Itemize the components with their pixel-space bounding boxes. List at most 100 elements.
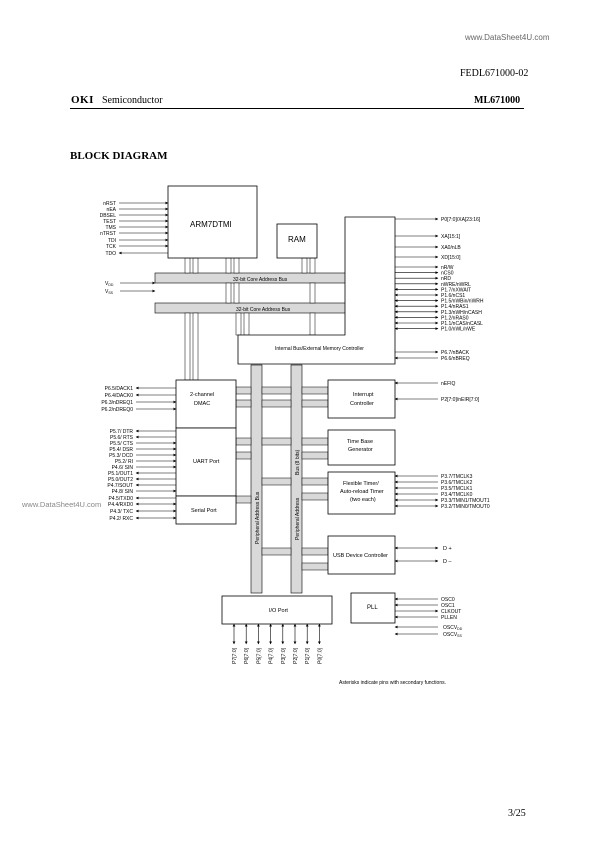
- timer-label-1: Flexible Timer/: [343, 481, 379, 487]
- pin-label: XD[15:0]: [441, 255, 461, 261]
- timer-label-2: Auto-reload Timer: [340, 489, 384, 495]
- pin-label: P1.6/nCS1: [441, 293, 465, 299]
- pin-label: XA0/nLB: [441, 245, 461, 251]
- pll-block: [350, 592, 396, 624]
- pin-label: P5.7/ DTR: [110, 429, 134, 435]
- pin-label: P4.6/ SIN: [112, 465, 134, 471]
- io-port-block: [221, 595, 333, 625]
- io-pin-label: P6[7:0]: [244, 647, 250, 663]
- dmac-label-2: DMAC: [194, 401, 210, 407]
- watermark-side: www.DataSheet4U.com: [21, 500, 101, 509]
- pin-label: nR/W: [441, 265, 454, 271]
- header-rule: [70, 108, 524, 109]
- pin-label: P5.4/ DSR: [109, 447, 133, 453]
- pin-label: P4.7/SOUT: [107, 483, 133, 489]
- io-pin-label: P4[7:0]: [269, 647, 275, 663]
- arm-label: ARM7DTMI: [190, 220, 232, 229]
- io-pin-label: P3[7:0]: [281, 647, 287, 663]
- uart-label: UART Port: [193, 459, 220, 465]
- interrupt-label-2: Controller: [350, 401, 374, 407]
- watermark-top: www.DataSheet4U.com: [465, 33, 550, 42]
- pin-label: P3.4/TMCLK0: [441, 492, 473, 498]
- pin-label: P4.5/TXD0: [109, 496, 134, 502]
- memory-control-pins: nR/WnCS0nRDnWRE/nWRLP1.7/nXWAITP1.6/nCS1…: [394, 265, 484, 333]
- pin-label: D –: [443, 559, 453, 565]
- brand-logo: OKI: [71, 94, 94, 106]
- pin-label: P1.0/nWL/nWE: [441, 327, 476, 333]
- peripheral-bus-left: [250, 364, 263, 594]
- pin-label: OSCVDD: [443, 625, 463, 631]
- pin-label: P3.2/TMIN0/TMOUT0: [441, 504, 490, 510]
- io-pins: P7[7:0]P6[7:0]P5[7:0]P4[7:0]P3[7:0]P2[7:…: [232, 623, 323, 664]
- timebase-block: [327, 429, 396, 466]
- pin-label: P6.2/nDREQ0: [101, 407, 133, 413]
- pin-label: P5.5/ CTS: [110, 441, 134, 447]
- pin-label: nRST: [103, 201, 116, 207]
- pin-label: P4.3/ TXC: [110, 509, 133, 515]
- dmac-label-1: 2-channel: [190, 392, 214, 398]
- dma-pins: P6.5/DACK1P6.4/DACK0P6.3/nDREQ1P6.2/nDRE…: [101, 386, 177, 413]
- semiconductor-label: Semiconductor: [102, 95, 163, 106]
- timebase-label-2: Generator: [348, 447, 373, 453]
- peripheral-connectors: [235, 386, 329, 571]
- pin-label: P5.1/OUT1: [108, 471, 133, 477]
- pin-label: TMS: [105, 225, 116, 231]
- core-connectors: [184, 257, 316, 381]
- usb-label: USB Device Controller: [333, 553, 388, 559]
- peripheral-bus-label: Peripheral Address Bus: [255, 491, 261, 544]
- bus-controller-label: Internal Bus/External Memory Controller: [275, 346, 364, 352]
- serial-block: [175, 495, 237, 525]
- io-pin-label: P7[7:0]: [232, 647, 238, 663]
- pin-label: OSCVSS: [443, 632, 463, 638]
- bus-controller-block: [237, 216, 396, 365]
- core-bus-label-2: 32-bit Core Address Bus: [236, 307, 291, 313]
- pin-label: P5.3/ DCD: [109, 453, 133, 459]
- io-pin-label: P2[7:0]: [293, 647, 299, 663]
- pin-label: P5.6/ RTS: [110, 435, 134, 441]
- pin-label: TDO: [105, 251, 116, 257]
- pin-label: P1.1/nCAS/nCASL: [441, 321, 483, 327]
- pin-label: P4.8/ SIN: [112, 489, 134, 495]
- peripheral-addr-label: Peripheral Address: [295, 497, 301, 540]
- pin-label: PLLEN: [441, 615, 457, 621]
- pin-label: nRD: [441, 276, 451, 282]
- pin-label: CLKOUT: [441, 609, 461, 615]
- pin-label: P5.0/OUT2: [108, 477, 133, 483]
- pin-label: P6.7/nBACK: [441, 350, 470, 356]
- pin-label: P4.4/RXD0: [108, 502, 133, 508]
- pin-label: OSC1: [441, 603, 455, 609]
- interrupt-block: [327, 379, 396, 419]
- pin-label: TEST: [103, 219, 116, 225]
- arm-core-block: [167, 185, 258, 259]
- pin-label: VSS: [105, 289, 114, 295]
- pin-label: P1.2/nRAS0: [441, 315, 469, 321]
- pin-label: nEFIQ: [441, 381, 456, 387]
- core-bus-label-1: 32-bit Core Address Bus: [233, 277, 288, 283]
- pin-label: P1.4/nRAS1: [441, 304, 469, 310]
- pin-label: XA[15:1]: [441, 234, 461, 240]
- pin-label: P3.3/TMIN1/TMOUT1: [441, 498, 490, 504]
- pin-label: TCK: [106, 244, 117, 250]
- pin-label: P6.6/nBREQ: [441, 356, 470, 362]
- pin-label: P3.5/TMCLK1: [441, 486, 473, 492]
- interrupt-label-1: Interrupt: [353, 392, 374, 398]
- asterisk-note: Asterisks indicate pins with secondary f…: [339, 680, 446, 686]
- usb-block: [327, 535, 396, 575]
- document-id: FEDL671000-02: [460, 68, 529, 79]
- model-number: ML671000: [474, 95, 521, 106]
- serial-label: Serial Port: [191, 508, 217, 514]
- pin-label: P0[7:0]/XA[23:16]: [441, 217, 481, 223]
- address-data-pins: P0[7:0]/XA[23:16] XA[15:1] XA0/nLB XD[15:0]: [395, 217, 481, 261]
- pin-label: TDI: [108, 238, 116, 244]
- pin-label: P1.3/nWH/nCASH: [441, 310, 482, 316]
- pin-label: P5.2/ RI: [115, 459, 133, 465]
- ram-label: RAM: [288, 235, 306, 244]
- pin-label: DBSEL: [100, 213, 117, 219]
- ram-block: [276, 223, 318, 259]
